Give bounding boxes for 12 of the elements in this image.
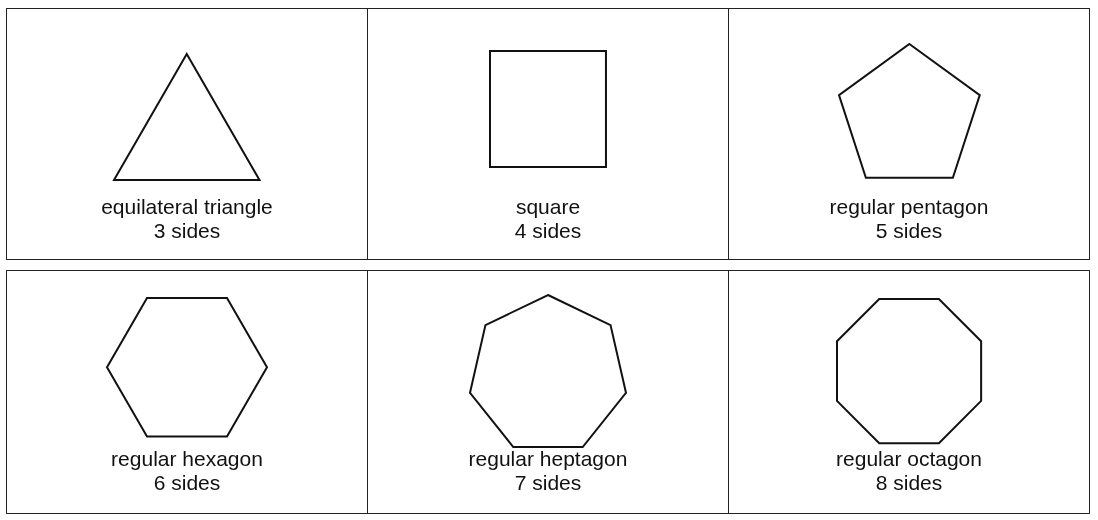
polygon-name: regular pentagon <box>829 195 989 219</box>
polygon-name: regular heptagon <box>468 447 628 471</box>
side-count: 8 sides <box>875 471 943 495</box>
side-count: 7 sides <box>514 471 582 495</box>
side-count: 6 sides <box>153 471 221 495</box>
polygon-name: regular octagon <box>836 447 982 471</box>
side-count: 3 sides <box>153 219 221 243</box>
side-count: 4 sides <box>514 219 582 243</box>
polygon-name: square <box>515 195 581 219</box>
side-count: 5 sides <box>875 219 943 243</box>
polygon-name: regular hexagon <box>111 447 263 471</box>
polygon-name: equilateral triangle <box>101 195 273 219</box>
